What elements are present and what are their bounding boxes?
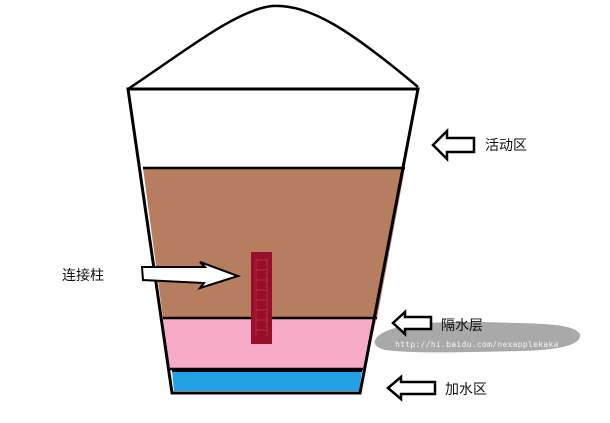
column-texture — [255, 258, 268, 336]
arrow-left-icon — [386, 374, 437, 402]
pot-outline — [126, 87, 420, 395]
label-water-zone: 加水区 — [445, 382, 487, 398]
arrow-right-icon — [140, 261, 242, 290]
arrow-left-icon — [431, 127, 476, 163]
water-zone-layer — [172, 371, 362, 391]
active-zone-layer — [128, 90, 418, 168]
label-water-barrier: 隔水层 — [441, 318, 483, 334]
watermark-text: http://hi.baidu.com/nexapplekaka — [395, 340, 559, 349]
dome-lid — [127, 4, 419, 91]
arrow-left-icon — [391, 309, 433, 337]
label-active-zone: 活动区 — [485, 138, 527, 154]
soil-layer — [143, 168, 405, 318]
label-connecting-column: 连接柱 — [62, 267, 104, 284]
